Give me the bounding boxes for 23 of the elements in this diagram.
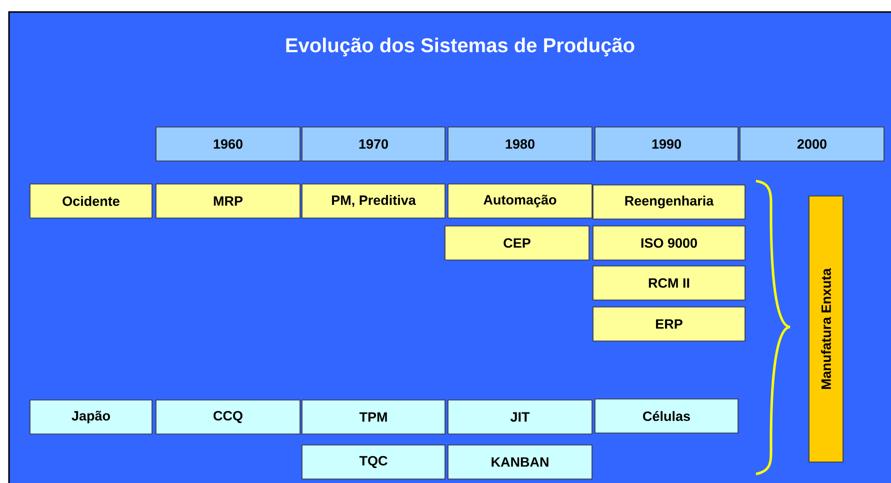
method-box: KANBAN [448,444,592,480]
method-box: RCM II [592,266,746,300]
method-box: Reengenharia [592,184,746,220]
method-box: MRP [156,184,300,218]
title: Evolução dos Sistemas de Produção [286,38,634,56]
year-box: 1990 [594,126,738,162]
year-box: 2000 [740,126,884,162]
method-box: Japão [30,400,152,434]
method-box: CCQ [156,400,300,434]
year-box: 1980 [448,126,592,162]
method-box: TQC [302,444,446,480]
method-box: PM, Preditiva [302,184,446,218]
method-box: JIT [448,400,592,434]
year-box: 1970 [302,126,446,162]
method-box: TPM [302,400,446,434]
method-box: Células [594,398,738,434]
method-box: ISO 9000 [592,226,746,260]
year-box: 1960 [156,126,300,162]
method-box: ERP [592,306,746,342]
method-box: CEP [444,226,590,260]
method-box: Ocidente [30,184,152,218]
vertical-bar: Manufatura Enxuta [808,196,844,462]
method-box: Automação [448,184,592,218]
